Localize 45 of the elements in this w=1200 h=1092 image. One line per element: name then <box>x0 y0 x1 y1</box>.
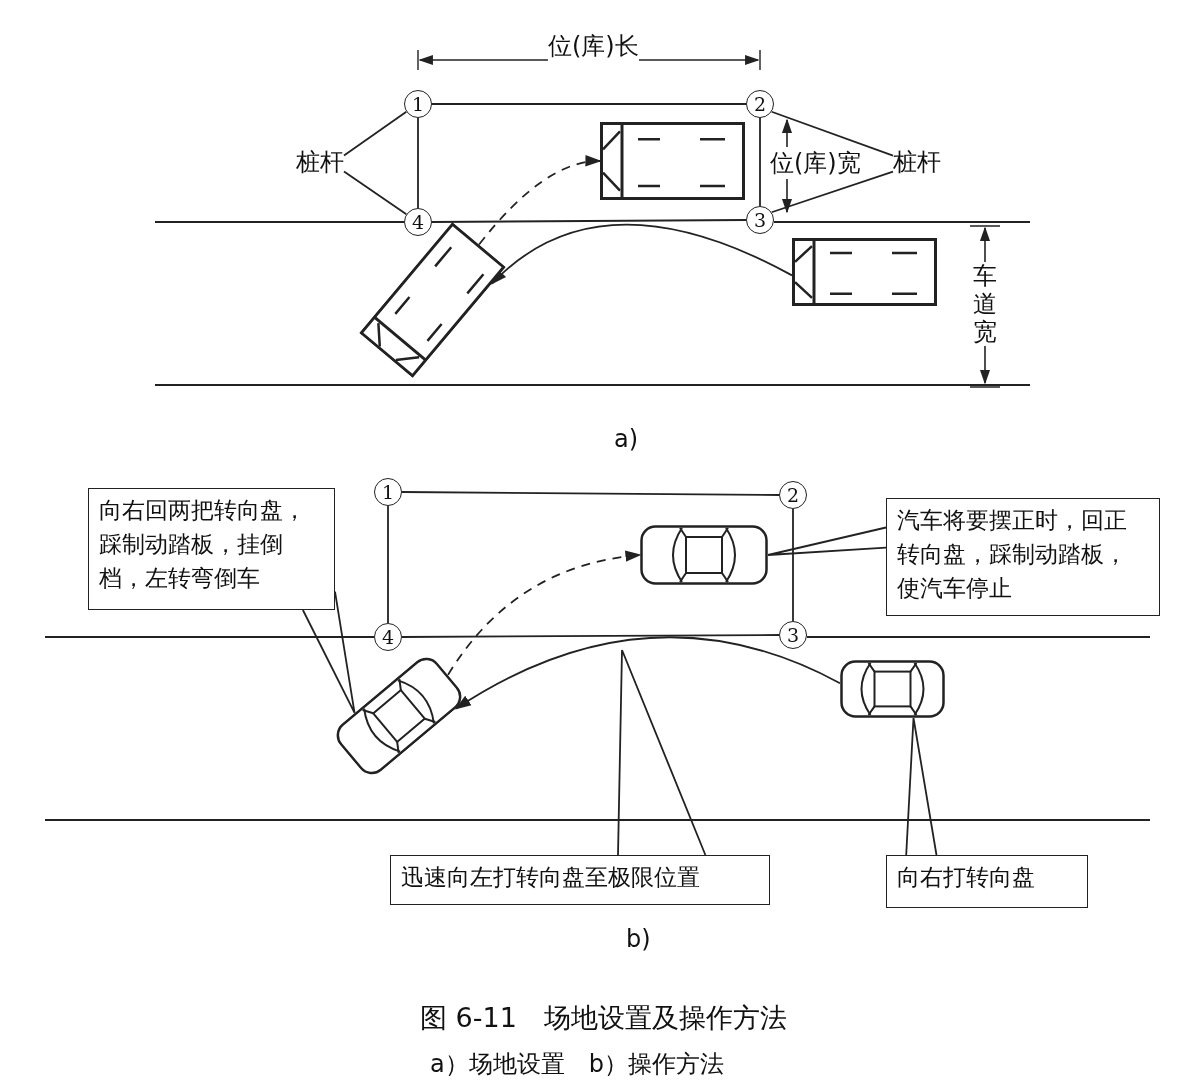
callout-box: 向右打转向盘 <box>886 855 1088 908</box>
car-drawing <box>600 122 745 200</box>
stake-marker: 3 <box>779 621 807 649</box>
stake-label: 桩杆 <box>296 146 344 178</box>
panel-label: b) <box>626 925 651 953</box>
car-drawing <box>792 238 937 306</box>
leader-line <box>617 649 707 856</box>
leader-line <box>905 717 938 856</box>
stake-marker: 4 <box>404 208 432 236</box>
stake-marker: 3 <box>746 206 774 234</box>
boundary-line <box>759 117 761 207</box>
leader-line <box>770 170 894 214</box>
figure-caption: 图 6-11 场地设置及操作方法 <box>420 1001 787 1035</box>
dimension-label: 位(库)长 <box>548 30 639 62</box>
leader-line <box>343 110 408 157</box>
car-drawing <box>840 660 945 718</box>
path-arrow <box>490 223 793 285</box>
boundary-line <box>401 634 780 638</box>
leader-line <box>343 170 408 216</box>
boundary-line <box>417 117 419 209</box>
boundary-line <box>431 103 747 105</box>
stake-marker: 2 <box>779 481 807 509</box>
stake-marker: 1 <box>374 478 402 506</box>
stake-marker: 2 <box>746 90 774 118</box>
dimension-label: 位(库)宽 <box>770 147 861 179</box>
path-arrow <box>478 156 602 246</box>
path-arrow <box>447 551 642 676</box>
leader-line <box>770 110 894 157</box>
boundary-line <box>401 491 780 496</box>
callout-box: 迅速向左打转向盘至极限位置 <box>390 855 770 905</box>
stake-marker: 4 <box>374 623 402 651</box>
dimension-label: 车道宽 <box>972 262 998 346</box>
car-drawing <box>640 525 768 585</box>
callout-box: 汽车将要摆正时，回正转向盘，踩制动踏板，使汽车停止 <box>886 498 1160 616</box>
callout-box: 向右回两把转向盘，踩制动踏板，挂倒档，左转弯倒车 <box>88 488 335 610</box>
boundary-line <box>792 508 794 622</box>
boundary-line <box>387 505 389 624</box>
boundary-line <box>431 219 747 223</box>
stake-label: 桩杆 <box>893 146 941 178</box>
stake-marker: 1 <box>404 90 432 118</box>
leader-line <box>767 526 887 556</box>
path-arrow <box>454 636 841 710</box>
leader-line <box>302 590 356 714</box>
caption-text: a）场地设置 b）操作方法 <box>430 1049 724 1080</box>
panel-label: a) <box>614 425 639 453</box>
